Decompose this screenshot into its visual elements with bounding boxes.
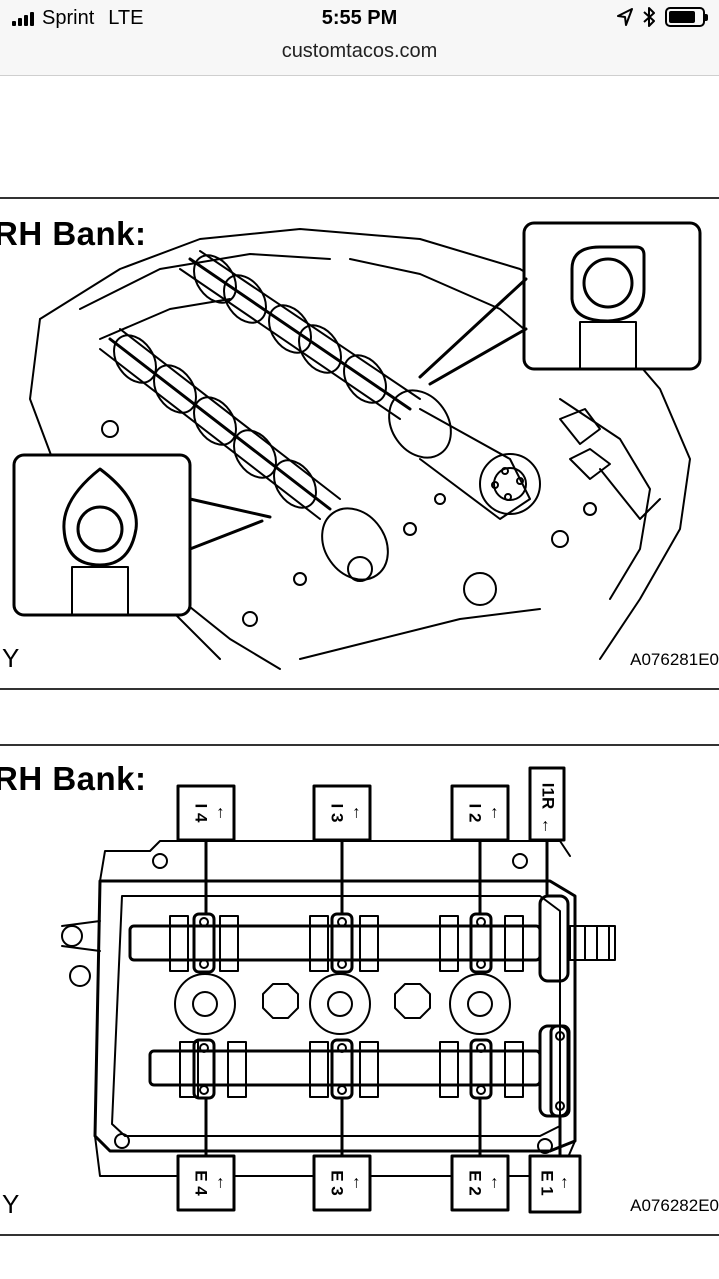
battery-icon — [665, 7, 708, 27]
exhaust-mark-label: E 2 — [466, 1170, 485, 1196]
intake-mark-arrow: ← — [539, 818, 558, 835]
camshaft-illustration — [12, 221, 702, 670]
figure2-code: A076282E0 — [630, 1196, 719, 1215]
exhaust-mark-arrow: ← — [488, 1175, 507, 1192]
exhaust-mark-arrow: ← — [214, 1175, 233, 1192]
figure-bearing-caps: I 4 ← I 3 ← I 2 ← I1R ← E 4 ← E 3 ← E 2 … — [0, 744, 719, 1236]
intake-mark-arrow: ← — [488, 805, 507, 822]
network-type: LTE — [108, 7, 144, 29]
figure1-title: RH Bank: — [0, 215, 147, 252]
url-bar[interactable]: customtacos.com — [0, 40, 719, 76]
status-left: Sprint LTE — [12, 7, 143, 30]
carrier-name: Sprint — [42, 7, 95, 29]
status-right — [617, 7, 708, 27]
intake-mark-label: I1R — [539, 783, 558, 809]
figure1-corner-letter: Y — [2, 643, 20, 673]
intake-mark-label: I 2 — [466, 804, 485, 823]
exhaust-mark-arrow: ← — [350, 1175, 369, 1192]
figure2-corner-letter: Y — [2, 1189, 20, 1219]
exhaust-mark-label: E 1 — [538, 1170, 557, 1196]
status-bar: Sprint LTE 5:55 PM — [0, 0, 719, 40]
exhaust-mark-arrow: ← — [558, 1175, 577, 1192]
battery-level — [669, 11, 695, 23]
figure2-title: RH Bank: — [0, 760, 147, 797]
figure1-code: A076281E0 — [630, 650, 719, 669]
intake-mark-arrow: ← — [214, 805, 233, 822]
mark-labels: I 4 ← I 3 ← I 2 ← I1R ← E 4 ← E 3 ← E 2 … — [192, 783, 577, 1197]
status-time: 5:55 PM — [321, 7, 398, 29]
bluetooth-icon — [643, 7, 655, 27]
exhaust-mark-label: E 3 — [328, 1170, 347, 1196]
url-text[interactable]: customtacos.com — [281, 40, 438, 62]
intake-mark-label: I 4 — [192, 804, 211, 823]
signal-icon — [12, 11, 34, 26]
figure-camshaft-installed: RH Bank: Y A076281E0 — [0, 197, 719, 690]
intake-mark-arrow: ← — [350, 805, 369, 822]
exhaust-mark-label: E 4 — [192, 1170, 211, 1196]
intake-mark-label: I 3 — [328, 804, 347, 823]
location-arrow-icon — [617, 8, 633, 26]
bearing-cap-illustration — [61, 766, 616, 1214]
